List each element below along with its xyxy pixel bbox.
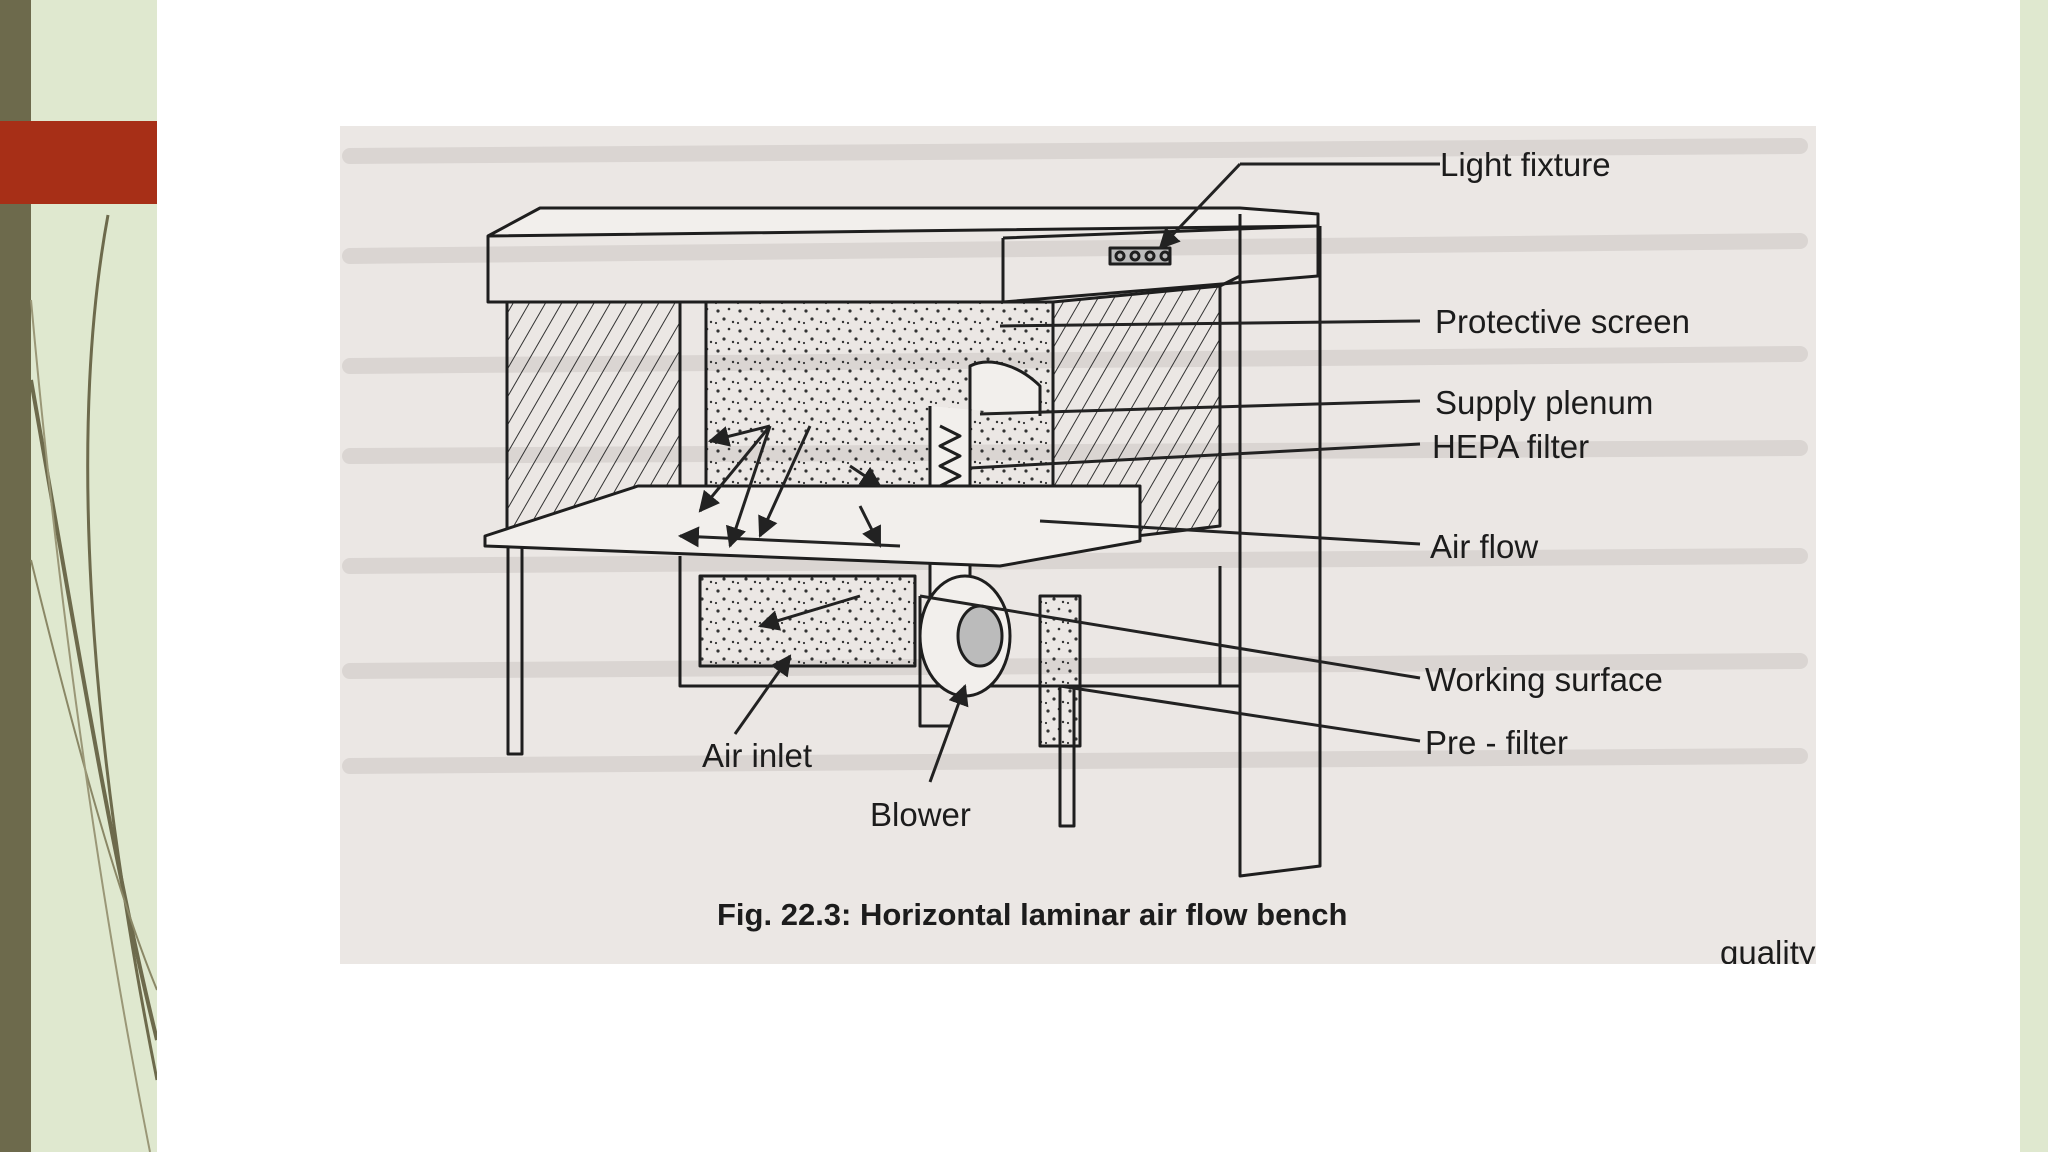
label-protective-screen: Protective screen: [1435, 303, 1690, 340]
label-light-fixture: Light fixture: [1440, 146, 1611, 183]
air-flow-arrows: [677, 424, 901, 631]
left-decor-strip: [0, 0, 157, 1152]
label-blower: Blower: [870, 796, 971, 833]
red-accent-tab: [0, 121, 157, 204]
right-decor-strip: [2020, 0, 2048, 1152]
laminar-flow-diagram-photo: Light fixture Protective screen Supply p…: [340, 126, 1816, 964]
leader-lines: [733, 162, 1440, 783]
label-hepa-filter: HEPA filter: [1432, 428, 1589, 465]
label-air-inlet: Air inlet: [702, 737, 812, 774]
decorative-swooshes: [29, 214, 157, 1152]
label-working-surface: Working surface: [1425, 661, 1663, 698]
label-air-flow: Air flow: [1430, 528, 1538, 565]
bench-drawing: [483, 206, 1322, 878]
book-edge-text: quality: [1720, 934, 1816, 964]
laminar-flow-bench-diagram: Light fixture Protective screen Supply p…: [342, 138, 1816, 964]
label-supply-plenum: Supply plenum: [1435, 384, 1653, 421]
label-pre-filter: Pre - filter: [1425, 724, 1568, 761]
figure-caption: Fig. 22.3: Horizontal laminar air flow b…: [717, 897, 1347, 932]
